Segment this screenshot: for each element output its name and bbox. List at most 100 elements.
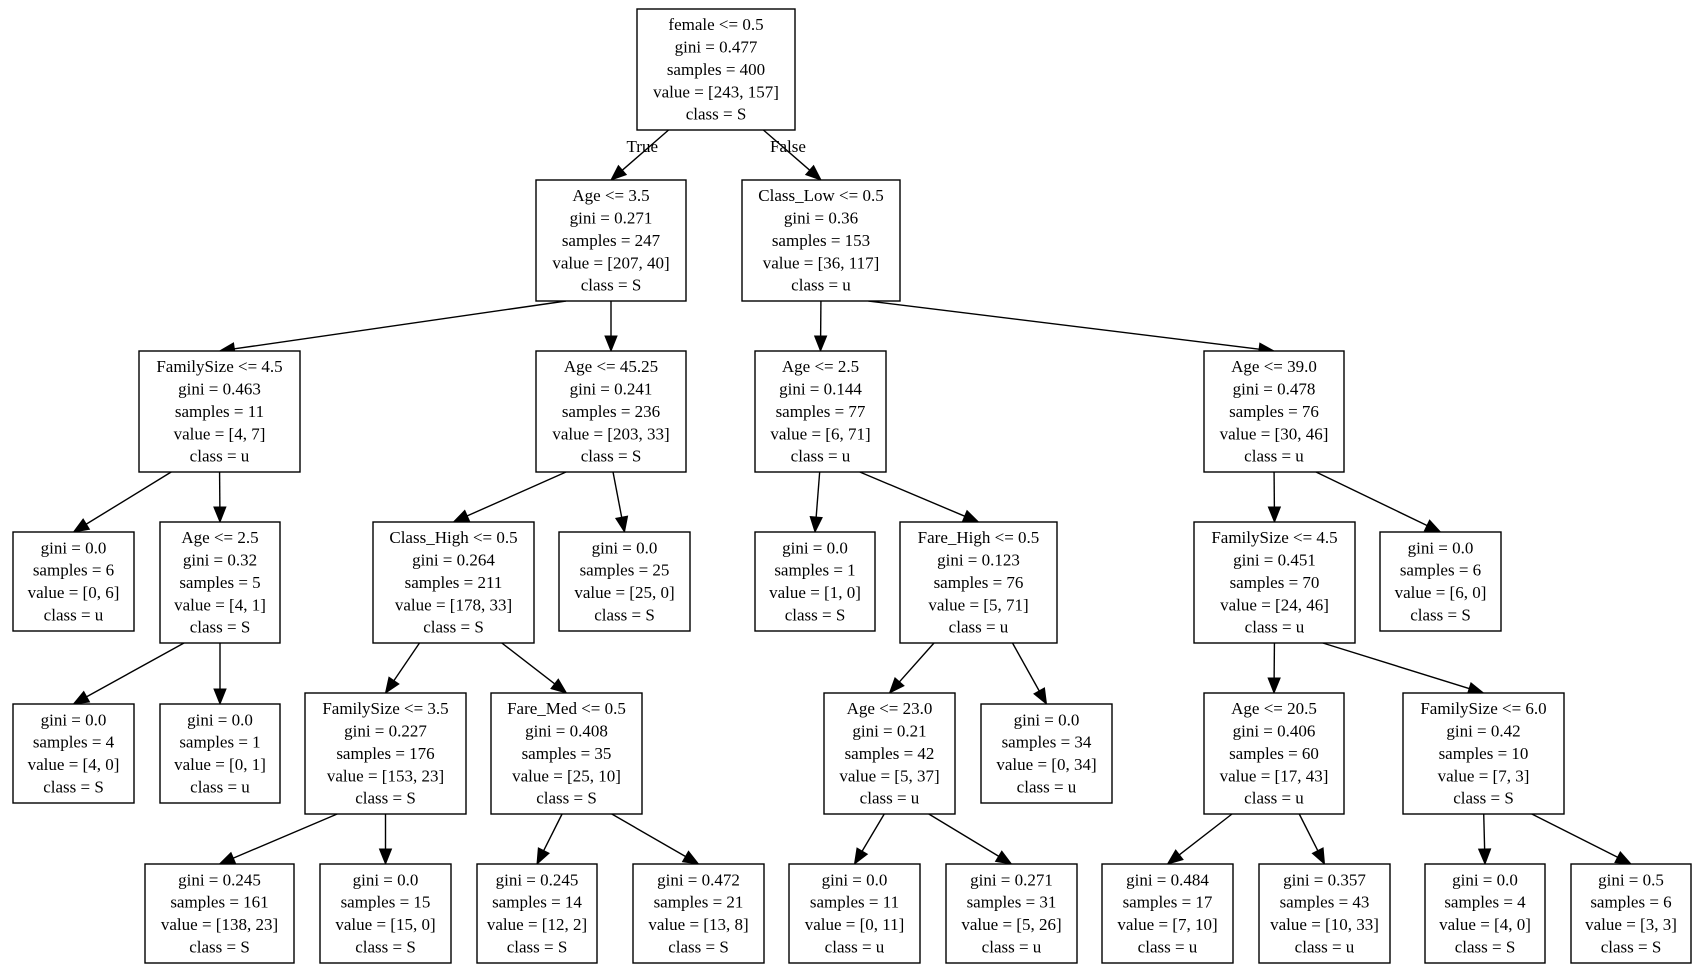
node-line: value = [178, 33] [395, 595, 512, 614]
node-line: class = S [594, 605, 655, 624]
arrowhead-icon [804, 164, 823, 181]
node-line: value = [5, 71] [928, 595, 1028, 614]
edge-line [898, 642, 935, 683]
node-box [754, 531, 876, 632]
node-line: gini = 0.0 [782, 538, 848, 557]
tree-edge-n22-n32 [1531, 813, 1633, 865]
node-line: FamilySize <= 6.0 [1420, 699, 1546, 718]
node-box [1402, 692, 1565, 815]
node-line: Age <= 3.5 [572, 186, 649, 205]
node-line: value = [0, 6] [28, 583, 120, 602]
node-line: value = [4, 0] [1439, 915, 1531, 934]
node-line: Age <= 45.25 [564, 357, 658, 376]
node-box [1193, 521, 1356, 644]
edge-line [1011, 642, 1040, 692]
node-box [899, 521, 1058, 644]
tree-edge-n13-n21 [1267, 642, 1281, 695]
node-line: value = [10, 33] [1270, 915, 1379, 934]
node-line: samples = 77 [776, 402, 866, 421]
node-line: class = u [1245, 618, 1305, 637]
node-line: gini = 0.5 [1598, 870, 1664, 889]
node-line: FamilySize <= 4.5 [1211, 528, 1337, 547]
edge-line [85, 471, 172, 525]
node-line: class = S [1455, 937, 1516, 956]
arrowhead-icon [681, 850, 700, 865]
node-line: samples = 76 [934, 573, 1024, 592]
node-line: value = [153, 23] [327, 766, 444, 785]
node-box [823, 692, 956, 815]
node-line: gini = 0.357 [1283, 870, 1366, 889]
node-line: value = [3, 3] [1585, 915, 1677, 934]
node-line: Class_Low <= 0.5 [758, 186, 883, 205]
edge-line [1322, 642, 1470, 690]
node-box [1424, 863, 1546, 964]
node-line: value = [24, 46] [1220, 595, 1329, 614]
node-box [741, 179, 901, 302]
node-line: value = [6, 0] [1395, 583, 1487, 602]
arrowhead-icon [550, 678, 568, 694]
node-line: gini = 0.0 [592, 538, 658, 557]
node-line: Age <= 39.0 [1231, 357, 1317, 376]
node-line: value = [25, 0] [574, 583, 674, 602]
node-line: class = S [1410, 605, 1471, 624]
node-line: class = S [668, 937, 729, 956]
node-line: value = [4, 7] [174, 424, 266, 443]
tree-edge-n0-n1: True [609, 129, 670, 181]
edge-line [501, 642, 556, 685]
tree-edge-n8-n16 [213, 643, 227, 706]
node-line: Fare_Med <= 0.5 [507, 699, 626, 718]
node-line: samples = 161 [170, 893, 268, 912]
node-box [980, 703, 1113, 804]
node-box [1379, 531, 1502, 632]
node-line: gini = 0.123 [937, 550, 1020, 569]
node-line: value = [7, 3] [1438, 766, 1530, 785]
node-line: Fare_High <= 0.5 [918, 528, 1040, 547]
node-box [754, 350, 887, 473]
edge-line [611, 813, 686, 858]
node-line: class = u [791, 447, 851, 466]
node-line: samples = 15 [341, 893, 431, 912]
node-line: value = [0, 34] [996, 755, 1096, 774]
edge-line [762, 129, 811, 171]
node-line: value = [0, 11] [805, 915, 905, 934]
node-box [144, 863, 295, 964]
edge-line [86, 642, 185, 698]
node-line: Age <= 2.5 [782, 357, 859, 376]
node-line: class = S [581, 447, 642, 466]
arrowhead-icon [614, 515, 629, 534]
node-line: samples = 11 [810, 893, 899, 912]
node-line: class = S [507, 937, 568, 956]
tree-edge-n1-n4 [604, 301, 618, 353]
tree-edge-n5-n11 [809, 471, 823, 534]
node-line: FamilySize <= 3.5 [322, 699, 448, 718]
tree-edge-n8-n15 [72, 642, 185, 705]
node-box [159, 703, 281, 804]
node-line: samples = 11 [175, 402, 264, 421]
node-line: class = u [190, 447, 250, 466]
edge-line [612, 471, 623, 518]
node-box [159, 521, 281, 644]
arrowhead-icon [604, 335, 618, 353]
arrowhead-icon [609, 164, 628, 181]
arrowhead-icon [218, 851, 237, 865]
node-line: samples = 21 [654, 893, 744, 912]
node-line: samples = 17 [1123, 893, 1213, 912]
node-line: class = S [355, 789, 416, 808]
node-line: value = [243, 157] [653, 82, 779, 101]
arrowhead-icon [1166, 849, 1184, 865]
